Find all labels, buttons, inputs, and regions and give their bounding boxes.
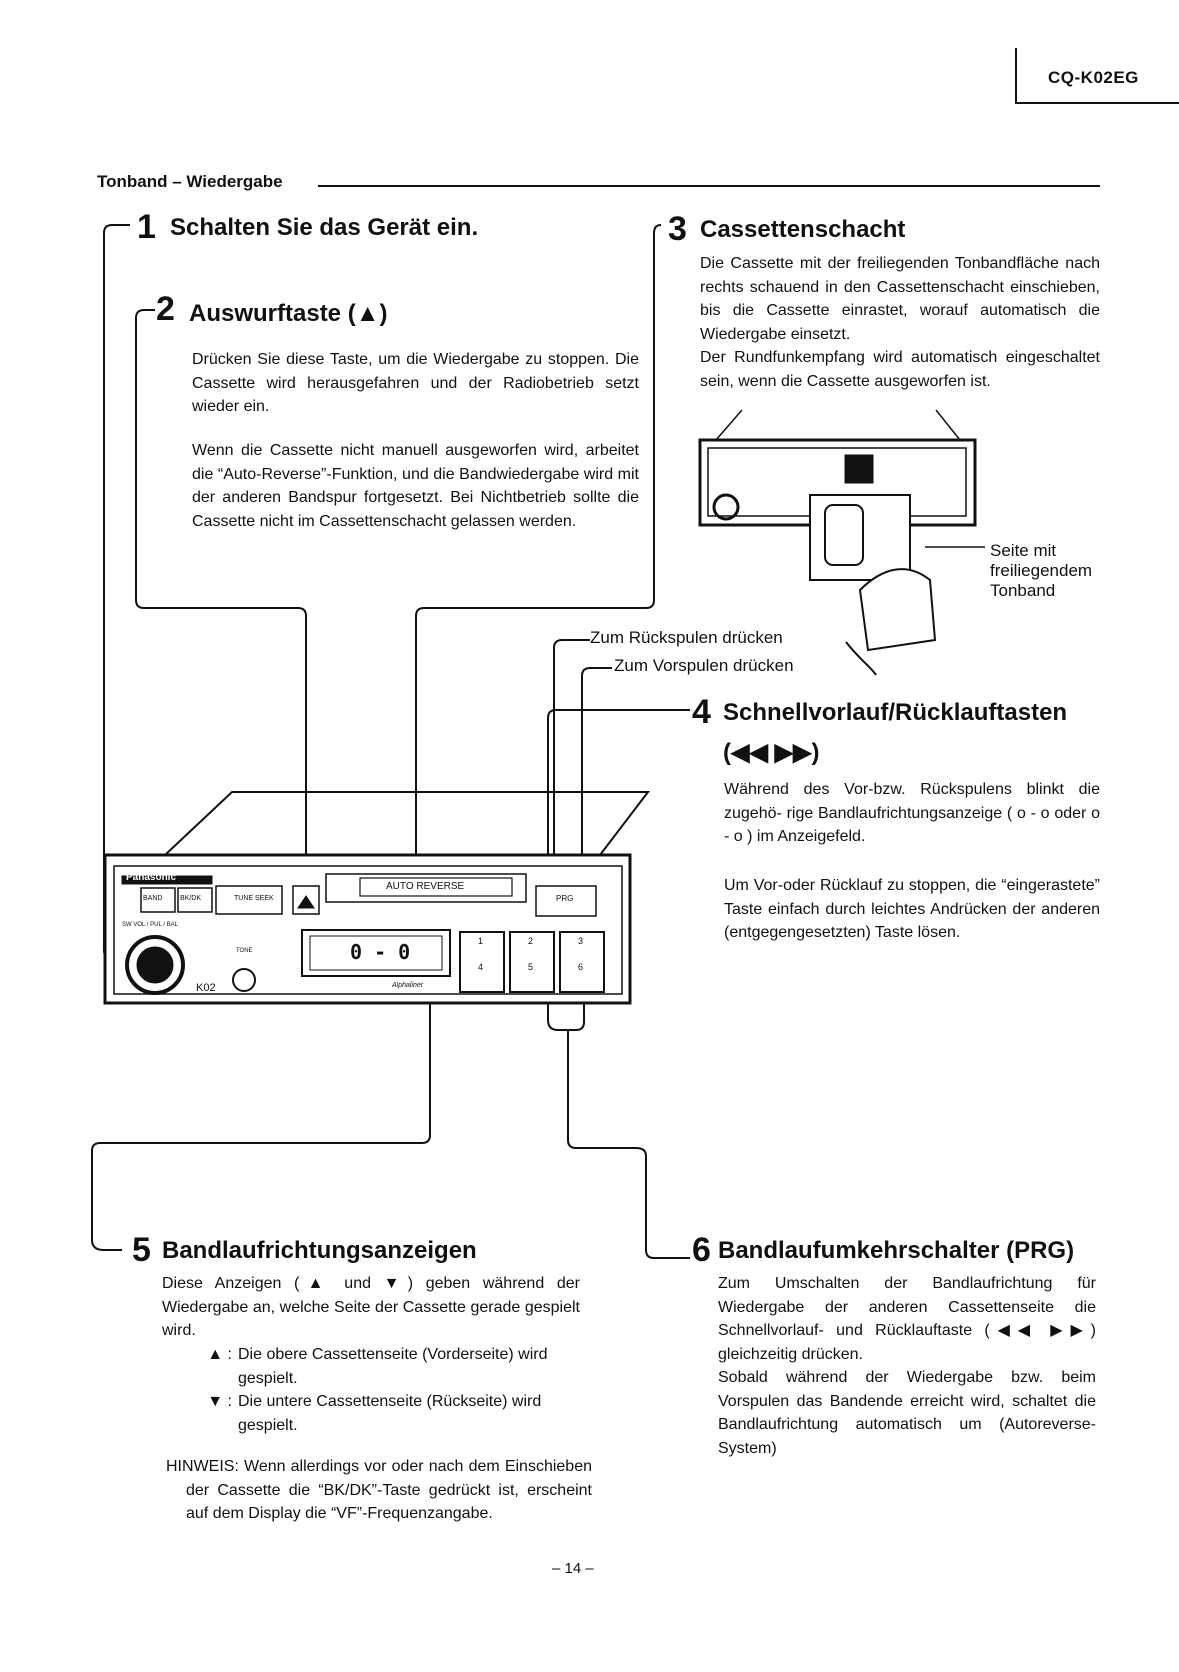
- step-4-number: 4: [692, 693, 711, 731]
- step-1-title: Schalten Sie das Gerät ein.: [170, 214, 479, 241]
- leader-line-2: [135, 309, 307, 885]
- radio-display-value: 0 - 0: [350, 940, 411, 964]
- radio-illustration: [103, 791, 651, 1005]
- callout-tape-side-line-3: Tonband: [990, 581, 1056, 600]
- step-4-para-1: Während des Vor-bzw. Rückspulens blinkt …: [724, 781, 1100, 845]
- list-item-symbol: ▼ :: [207, 1393, 232, 1410]
- callout-tape-side-line-2: freiliegendem: [990, 561, 1093, 580]
- radio-preset-6[interactable]: 6: [578, 962, 584, 972]
- step-5-number: 5: [132, 1231, 151, 1269]
- list-item-symbol: ▲ :: [207, 1346, 232, 1363]
- list-item-text: Die obere Cassettenseite (Vorderseite) w…: [238, 1346, 548, 1387]
- step-2-number: 2: [156, 290, 175, 328]
- list-item: ▲ : Die obere Cassettenseite (Vorderseit…: [192, 1343, 580, 1390]
- radio-knob-label: SW VOL / PUL / BAL: [122, 922, 178, 928]
- radio-preset-1[interactable]: 1: [478, 936, 484, 946]
- step-3-para-2: Der Rundfunkempfang wird automatisch ein…: [700, 349, 1100, 390]
- radio-prg-button[interactable]: PRG: [556, 894, 574, 903]
- radio-bkdk-button[interactable]: BK/DK: [180, 895, 202, 902]
- leader-line-1: [103, 224, 138, 963]
- step-6-para-2: Sobald während der Wiedergabe bzw. beim …: [718, 1369, 1096, 1457]
- step-6-para-1: Zum Umschalten der Bandlaufrichtung für …: [718, 1275, 1096, 1363]
- step-2-para-1: Drücken Sie diese Taste, um die Wiederga…: [192, 351, 639, 415]
- model-frame: [1015, 48, 1179, 104]
- step-5-list: ▲ : Die obere Cassettenseite (Vorderseit…: [192, 1343, 580, 1437]
- radio-band-button[interactable]: BAND: [143, 895, 163, 902]
- step-5-title: Bandlaufrichtungsanzeigen: [162, 1237, 477, 1264]
- callout-tape-side: Seite mit freiliegendem Tonband: [990, 541, 1092, 601]
- step-6-title: Bandlaufumkehrschalter (PRG): [718, 1237, 1075, 1264]
- radio-tone-label: TONE: [236, 948, 253, 954]
- step-2-title: Auswurftaste (▲): [189, 300, 388, 327]
- step-3-number: 3: [668, 210, 687, 248]
- step-5-note: HINWEIS: Wenn allerdings vor oder nach d…: [166, 1458, 592, 1522]
- leader-line-4: [547, 709, 690, 905]
- radio-preset-5[interactable]: 5: [528, 962, 534, 972]
- leader-line-6: [567, 1030, 690, 1259]
- radio-model-label: K02: [196, 982, 216, 994]
- step-3-para-1: Die Cassette mit der freiliegenden Tonba…: [700, 255, 1100, 343]
- radio-tune-seek-button[interactable]: TUNE SEEK: [234, 895, 274, 902]
- page-number: – 14 –: [552, 1560, 594, 1577]
- step-5-para-1: Diese Anzeigen (▲ und ▼) geben während d…: [162, 1275, 580, 1339]
- step-3-title: Cassettenschacht: [700, 216, 906, 243]
- callout-tape-side-line-1: Seite mit: [990, 541, 1057, 560]
- radio-brand: Panasonic: [126, 872, 177, 883]
- list-item-text: Die untere Cassettenseite (Rückseite) wi…: [238, 1393, 542, 1434]
- step-2-para-2: Wenn die Cassette nicht manuell ausgewor…: [192, 442, 639, 530]
- section-title: Tonband – Wiedergabe: [97, 172, 283, 191]
- radio-brand-2: Alphaliner: [392, 982, 424, 989]
- list-item: ▼ : Die untere Cassettenseite (Rückseite…: [192, 1390, 580, 1437]
- leader-line-5: [91, 945, 431, 1251]
- leader-line-rewind: [553, 639, 590, 905]
- callout-rewind: Zum Rückspulen drücken: [590, 628, 783, 647]
- step-1-number: 1: [137, 208, 156, 246]
- leader-line-3: [415, 224, 662, 870]
- radio-preset-3[interactable]: 3: [578, 936, 584, 946]
- step-4-title: Schnellvorlauf/Rücklauftasten: [723, 699, 1068, 726]
- radio-preset-2[interactable]: 2: [528, 936, 534, 946]
- step-4-para-2: Um Vor-oder Rücklauf zu stoppen, die “ei…: [724, 877, 1100, 941]
- step-6-number: 6: [692, 1231, 711, 1269]
- model-number: CQ-K02EG: [1048, 68, 1139, 87]
- radio-slot-label: AUTO REVERSE: [386, 881, 465, 892]
- radio-preset-4[interactable]: 4: [478, 962, 484, 972]
- cassette-insertion-illustration: [698, 409, 985, 676]
- leader-line-forward: [581, 667, 612, 905]
- section-rule: [318, 185, 1100, 187]
- step-4-title-keys: (◀◀ ▶▶): [723, 739, 820, 766]
- callout-forward: Zum Vorspulen drücken: [614, 656, 794, 675]
